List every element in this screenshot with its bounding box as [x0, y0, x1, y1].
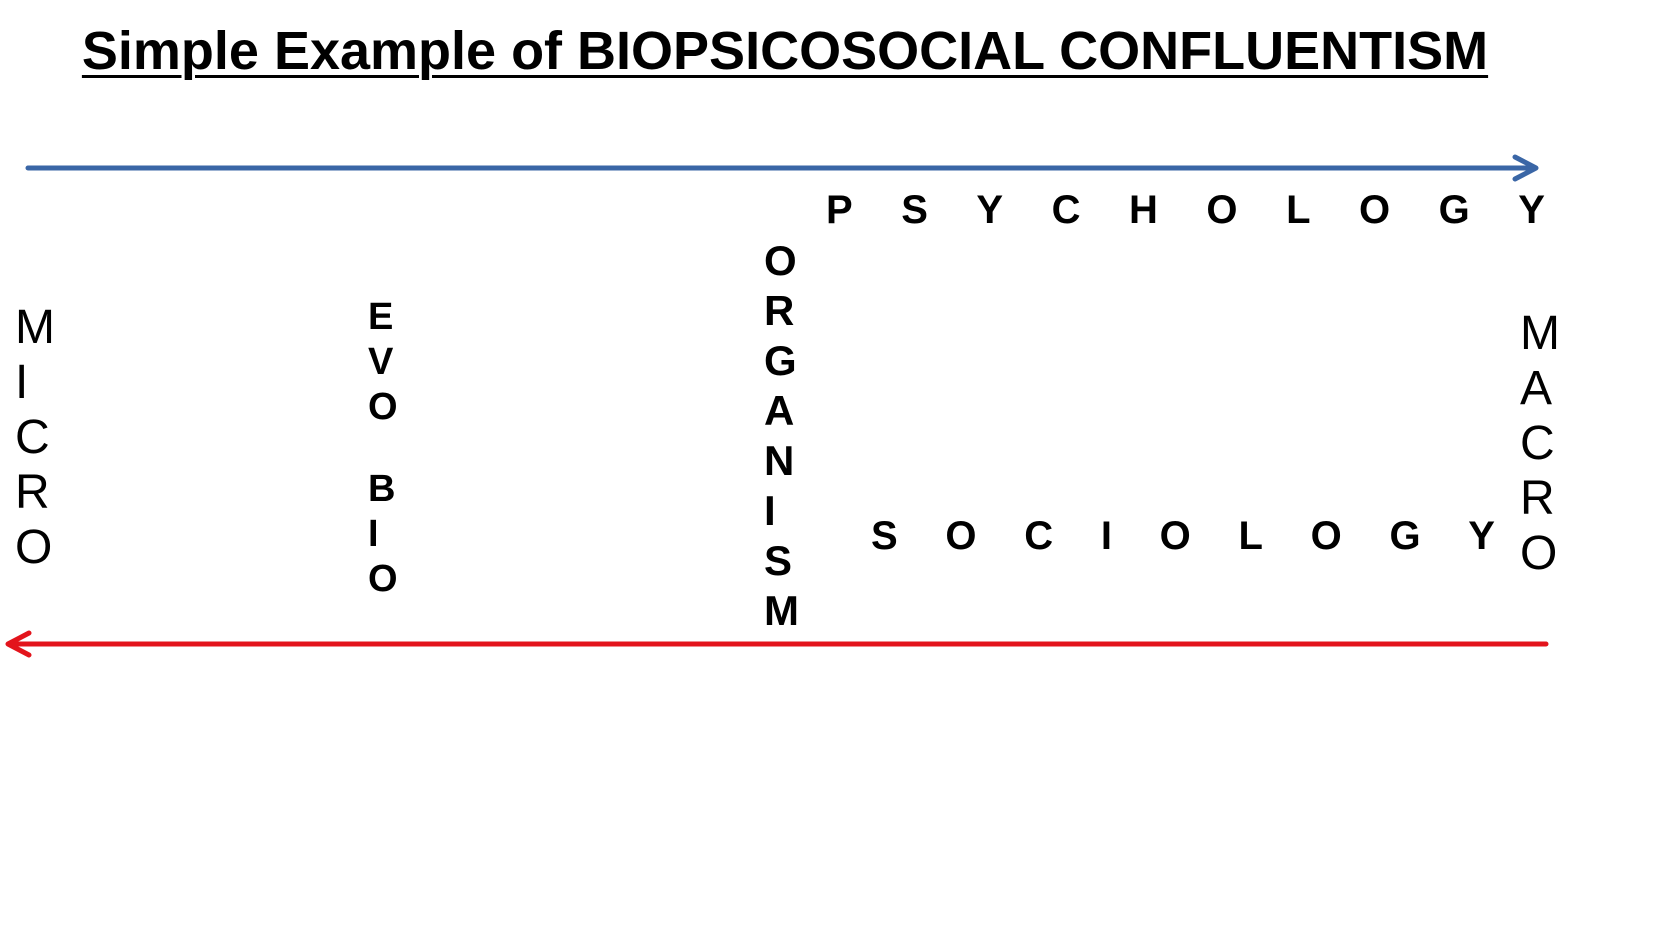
organism-letter: N: [764, 437, 795, 484]
sociology-letter: S: [871, 514, 898, 558]
slide-title: Simple Example of BIOPSICOSOCIAL CONFLUE…: [81, 21, 1489, 81]
top-arrow-head: [1512, 154, 1539, 182]
micro-letter: C: [15, 411, 50, 464]
psychology-letter: H: [1129, 188, 1158, 232]
macro-letter: R: [1520, 472, 1555, 525]
macro-letter: A: [1520, 362, 1553, 415]
sociology-letter: O: [945, 514, 977, 558]
psychology-letter: L: [1286, 188, 1311, 232]
psychology-letter: P: [826, 188, 853, 232]
bio-letter: I: [368, 513, 379, 555]
sociology-letter: L: [1238, 514, 1263, 558]
bio-letter: O: [368, 558, 398, 600]
organism-letter: G: [764, 337, 797, 384]
sociology-letter: O: [1310, 514, 1342, 558]
psychology-letter: S: [901, 188, 928, 232]
macro-letter: M: [1520, 307, 1560, 360]
organism-letter: M: [764, 587, 799, 634]
micro-letter: I: [15, 356, 29, 409]
sociology-letter: C: [1024, 514, 1054, 558]
organism-letter: A: [764, 387, 795, 434]
macro-letter: C: [1520, 417, 1555, 470]
psychology-letter: O: [1206, 188, 1238, 232]
organism-letter: S: [764, 537, 793, 584]
psychology-letter: C: [1051, 188, 1081, 232]
evo-letter: E: [368, 296, 394, 338]
bottom-arrow-head: [5, 630, 32, 658]
sociology-letter: O: [1159, 514, 1191, 558]
organism-letter: O: [764, 237, 797, 284]
macro-letter: O: [1520, 527, 1558, 580]
psychology-letter: G: [1438, 188, 1470, 232]
bio-letter: B: [368, 468, 396, 510]
micro-letter: M: [15, 301, 55, 354]
micro-letter: R: [15, 466, 50, 519]
micro-letter: O: [15, 521, 53, 574]
sociology-letter: I: [1100, 514, 1112, 558]
psychology-letter: Y: [976, 188, 1004, 232]
organism-letter: I: [764, 487, 776, 534]
evo-letter: O: [368, 386, 398, 428]
psychology-letter: Y: [1518, 188, 1545, 232]
sociology-letter: G: [1389, 514, 1421, 558]
sociology-letter: Y: [1468, 514, 1495, 558]
organism-letter: R: [764, 287, 795, 334]
evo-letter: V: [368, 341, 394, 383]
psychology-letter: O: [1359, 188, 1391, 232]
